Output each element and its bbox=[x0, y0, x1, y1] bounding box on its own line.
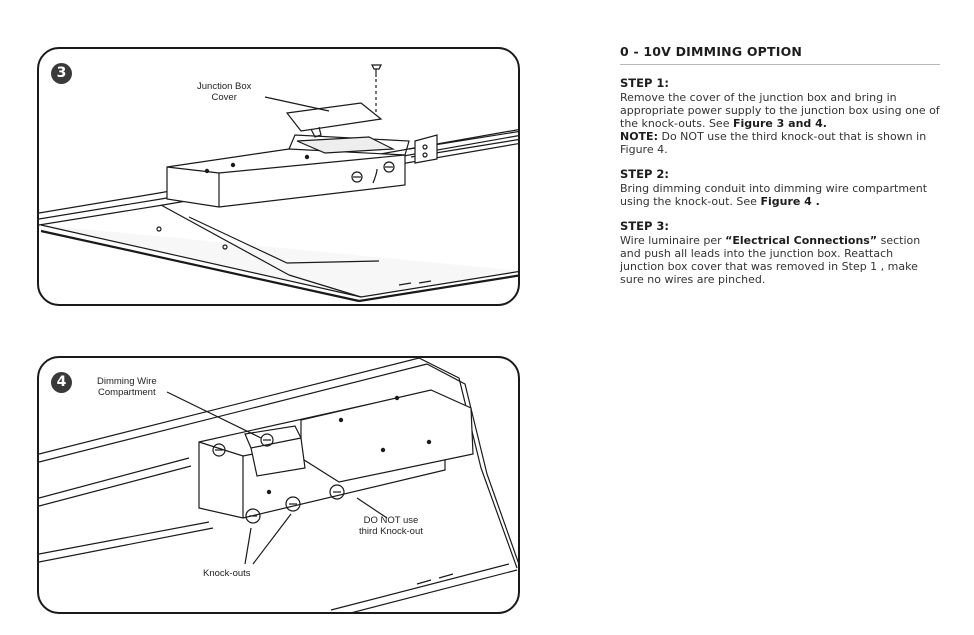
instructions-column: 0 - 10V DIMMING OPTION STEP 1: Remove th… bbox=[620, 44, 940, 286]
step-2: STEP 2: Bring dimming conduit into dimmi… bbox=[620, 167, 940, 208]
junction-box-cover-callout: Junction Box Cover bbox=[197, 81, 251, 103]
section-title: 0 - 10V DIMMING OPTION bbox=[620, 44, 940, 65]
figure-4-panel: 4 Dimming Wire Compartment DO NOT use th… bbox=[37, 356, 520, 614]
callout-line: Knock-outs bbox=[203, 568, 251, 579]
knock-outs-callout: Knock-outs bbox=[203, 568, 251, 579]
callout-line: DO NOT use bbox=[363, 515, 419, 526]
callout-line: Junction Box bbox=[197, 81, 252, 92]
step-3-body: Wire luminaire per “Electrical Connectio… bbox=[620, 234, 940, 286]
figure-3-number: 3 bbox=[51, 63, 72, 84]
step-2-text: Bring dimming conduit into dimming wire … bbox=[620, 182, 928, 208]
step-2-figure-ref: Figure 4 . bbox=[760, 195, 820, 208]
figure-3-panel: 3 Junction Box Cover bbox=[37, 47, 520, 306]
step-2-title: STEP 2: bbox=[620, 167, 670, 181]
step-1-text: Remove the cover of the junction box and… bbox=[620, 91, 940, 130]
step-1-note-label: NOTE: bbox=[620, 130, 658, 143]
callout-line: Compartment bbox=[98, 387, 156, 398]
figure-4-illustration bbox=[39, 358, 518, 612]
step-1: STEP 1: Remove the cover of the junction… bbox=[620, 76, 940, 156]
step-1-title: STEP 1: bbox=[620, 76, 670, 90]
step-3-text-a: Wire luminaire per bbox=[620, 234, 726, 247]
do-not-use-callout: DO NOT use third Knock-out bbox=[359, 515, 423, 537]
step-3-section-ref: “Electrical Connections” bbox=[725, 234, 878, 247]
step-1-note-text: Do NOT use the third knock-out that is s… bbox=[620, 130, 927, 156]
callout-line: Cover bbox=[211, 92, 237, 103]
step-2-body: Bring dimming conduit into dimming wire … bbox=[620, 182, 940, 208]
callout-line: Dimming Wire bbox=[97, 376, 157, 387]
step-1-body: Remove the cover of the junction box and… bbox=[620, 91, 940, 156]
step-3-title: STEP 3: bbox=[620, 219, 670, 233]
figure-4-number: 4 bbox=[51, 372, 72, 393]
step-1-figure-ref: Figure 3 and 4. bbox=[732, 117, 827, 130]
dimming-wire-compartment-callout: Dimming Wire Compartment bbox=[97, 376, 157, 398]
step-3-text-b: section and push all leads into the junc… bbox=[620, 234, 921, 286]
figure-3-illustration bbox=[39, 64, 518, 303]
callout-line: third Knock-out bbox=[359, 526, 423, 537]
step-3: STEP 3: Wire luminaire per “Electrical C… bbox=[620, 219, 940, 286]
